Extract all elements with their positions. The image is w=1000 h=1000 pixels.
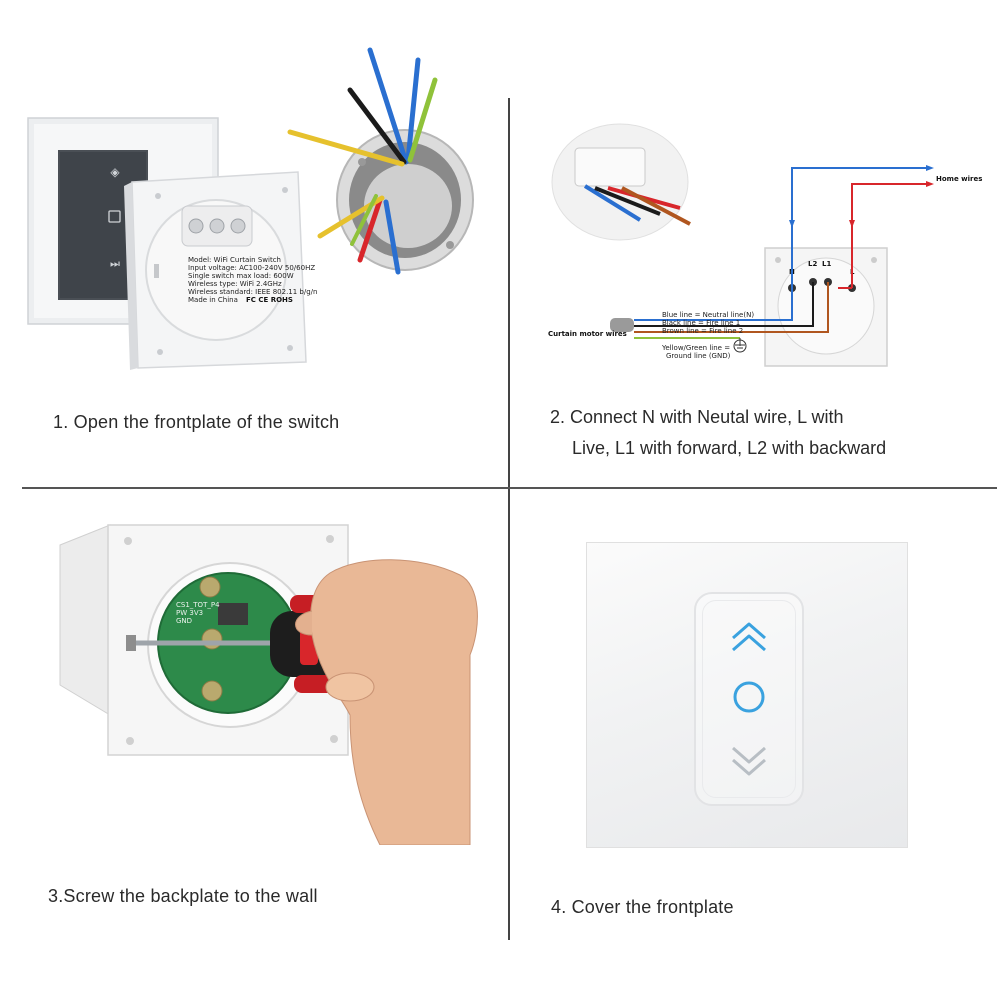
svg-text:PW 3V3: PW 3V3 <box>176 609 203 617</box>
svg-text:CS1_TOT_P4: CS1_TOT_P4 <box>176 601 220 609</box>
backplate <box>124 171 307 370</box>
wall-box <box>336 129 474 271</box>
frontplate-touch-icons: ◈ ⏭ <box>108 165 121 270</box>
wire-legend: Blue line = Neutral line(N) Black line =… <box>661 311 754 360</box>
svg-text:⏭: ⏭ <box>110 257 120 270</box>
svg-text:Made in China: Made in China <box>188 296 238 304</box>
step3-illustration: CS1_TOT_P4 PW 3V3 GND <box>59 524 478 845</box>
inset-connector-photo <box>551 123 691 241</box>
horizontal-divider <box>22 487 997 489</box>
ground-symbol-icon <box>733 339 747 353</box>
svg-text:Single switch max load: 600W: Single switch max load: 600W <box>188 272 294 280</box>
svg-text:Model: WiFi Curtain Switch: Model: WiFi Curtain Switch <box>188 256 281 264</box>
vertical-divider <box>508 98 510 940</box>
home-wires-label: Home wires <box>936 175 982 183</box>
svg-text:Brown line = Fire line 2: Brown line = Fire line 2 <box>662 327 743 335</box>
svg-text:Input voltage: AC100-240V 50/6: Input voltage: AC100-240V 50/60HZ <box>188 264 315 272</box>
backplate-spec-label: Model: WiFi Curtain Switch Input voltage… <box>188 256 317 304</box>
step3-caption: 3.Screw the backplate to the wall <box>48 886 318 906</box>
step2-wiring-diagram: N L2 L1 L Home wires Curtain motor wires <box>548 123 982 367</box>
svg-text:Yellow/Green line =: Yellow/Green line = <box>661 344 730 352</box>
svg-text:Wireless standard: IEEE 802.11: Wireless standard: IEEE 802.11 b/g/n <box>188 288 317 296</box>
touch-icons <box>732 622 766 776</box>
glass-frontplate <box>586 542 908 848</box>
curtain-motor-label: Curtain motor wires <box>548 330 627 338</box>
motor-wires <box>634 282 829 346</box>
down-chevron-icon <box>732 746 766 776</box>
wall-box-wires <box>287 47 438 275</box>
home-wires <box>789 165 934 289</box>
circle-stop-icon <box>733 681 765 713</box>
svg-text:Blue line = Neutral line(N): Blue line = Neutral line(N) <box>662 311 754 319</box>
touch-panel <box>694 592 804 806</box>
diagram-switch <box>764 247 888 367</box>
svg-text:Black line = Fire line 1: Black line = Fire line 1 <box>662 319 740 327</box>
curtain-motor-cable: Curtain motor wires <box>548 318 634 338</box>
hand <box>295 559 478 845</box>
up-chevron-icon <box>732 622 766 652</box>
svg-text:Wireless type: WiFi 2.4GHz: Wireless type: WiFi 2.4GHz <box>188 280 282 288</box>
svg-text:GND: GND <box>176 617 192 625</box>
step1-illustration: ◈ ⏭ Model: WiFi Curtain Switch Input vol… <box>27 47 474 370</box>
svg-text:Ground line (GND): Ground line (GND) <box>666 352 731 360</box>
step1-caption: 1. Open the frontplate of the switch <box>53 412 340 432</box>
svg-text:L1: L1 <box>822 260 831 268</box>
step2-caption-line2: Live, L1 with forward, L2 with backward <box>572 438 887 458</box>
svg-text:FC CE ROHS: FC CE ROHS <box>246 296 293 304</box>
step2-caption-line1: 2. Connect N with Neutal wire, L with <box>550 407 844 427</box>
step4-caption: 4. Cover the frontplate <box>551 897 734 917</box>
svg-text:◈: ◈ <box>110 165 120 179</box>
svg-text:L2: L2 <box>808 260 817 268</box>
